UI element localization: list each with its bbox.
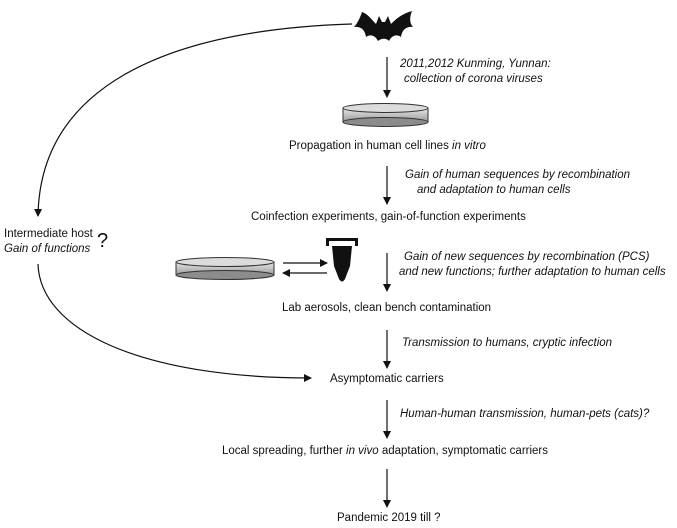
question-mark: ? [97, 230, 109, 252]
local-text-italic: in vivo [346, 445, 379, 457]
asymptomatic-label: Asymptomatic carriers [330, 373, 444, 385]
propagation-italic: in vitro [452, 140, 486, 152]
arrow-bat-to-intermediate-host [34, 23, 353, 217]
propagation-label: Propagation in human cell lines in vitro [289, 139, 486, 154]
new-sequences-line1: Gain of new sequences by recombination (… [404, 251, 650, 263]
local-text-suffix: adaptation, symptomatic carriers [378, 445, 549, 457]
human-transmission-label: Human-human transmission, human-pets (ca… [400, 408, 650, 420]
collection-label-line1: 2011,2012 Kunming, Yunnan: [400, 58, 551, 70]
pandemic-label: Pandemic 2019 till ? [337, 512, 441, 524]
gain-human-line2: and adaptation to human cells [417, 184, 571, 196]
centrifuge-tube-icon [326, 238, 358, 282]
propagation-text: Propagation in human cell lines [289, 140, 453, 152]
arrow-intermediate-host-to-asymptomatic [37, 263, 312, 382]
gain-human-line1: Gain of human sequences by recombination [405, 169, 631, 181]
petri-dish-icon [342, 103, 429, 127]
gain-of-functions-label: Gain of functions [4, 243, 91, 255]
local-text-prefix: Local spreading, further [222, 445, 347, 457]
local-spreading-label: Local spreading, further in vivo adaptat… [222, 444, 548, 459]
petri-dish-icon [175, 257, 275, 280]
new-sequences-line2: and new functions; further adaptation to… [399, 266, 666, 278]
bat-icon [354, 11, 413, 41]
lab-aerosols-label: Lab aerosols, clean bench contamination [282, 302, 492, 314]
coinfection-label: Coinfection experiments, gain-of-functio… [251, 211, 526, 223]
intermediate-host-label: Intermediate host [4, 228, 93, 240]
transmission-label: Transmission to humans, cryptic infectio… [402, 337, 613, 349]
collection-label-line2: collection of corona viruses [404, 73, 543, 85]
